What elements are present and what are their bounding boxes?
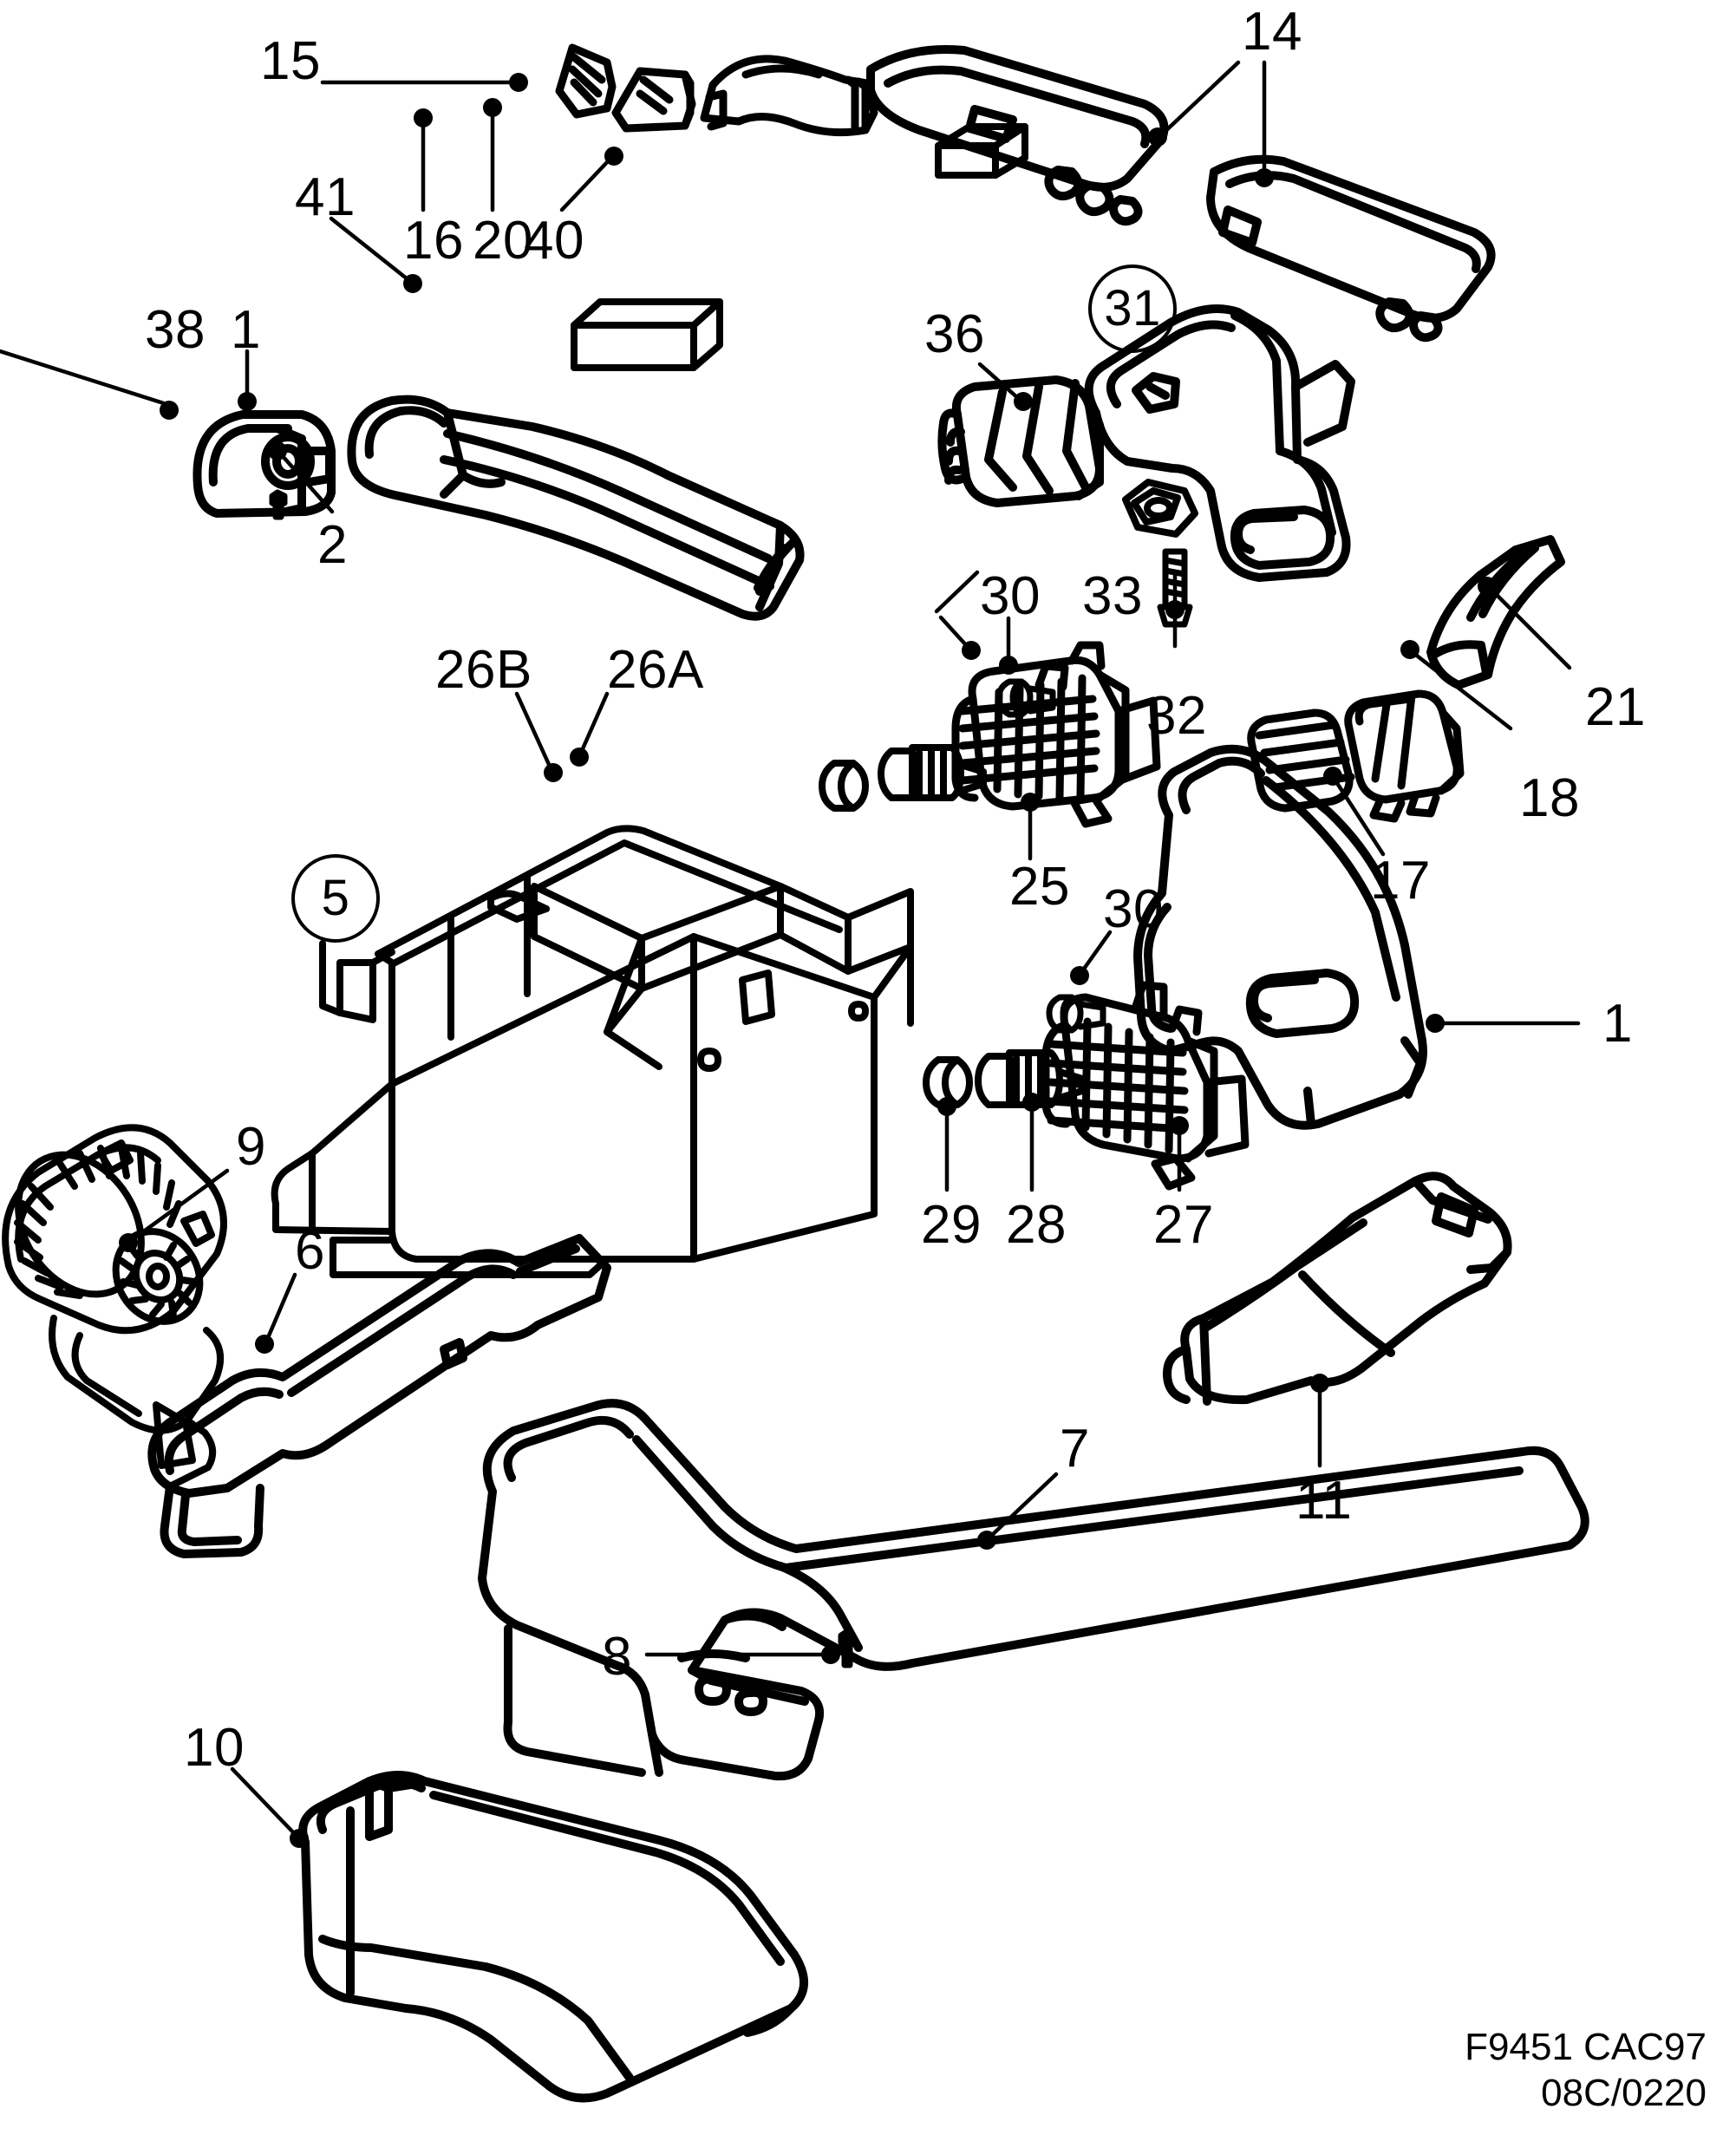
callout-16: 16 xyxy=(403,211,464,271)
part-15-nozzle-wedge xyxy=(555,43,617,119)
footer-line-1: F9451 CAC97 xyxy=(1465,2025,1707,2068)
callout-14: 14 xyxy=(1242,2,1302,62)
diagram-footer: F9451 CAC97 08C/0220 xyxy=(1465,2024,1707,2117)
part-36-centre-vent-louvre xyxy=(937,375,1104,507)
callout-26a: 26A xyxy=(607,640,704,700)
part-41-duct-strip xyxy=(571,298,723,371)
callout-7: 7 xyxy=(1060,1419,1090,1479)
part-38-end-cap xyxy=(193,410,336,518)
part-30-grommet-upper xyxy=(995,678,1056,718)
callout-41: 41 xyxy=(295,167,356,227)
part-26a-knob-spindle xyxy=(878,744,987,801)
part-16-duct-elbow xyxy=(611,67,696,133)
callout-10: 10 xyxy=(184,1718,245,1778)
part-5-centre-console xyxy=(271,825,914,1278)
part-10-rear-footwell-duct xyxy=(298,1771,809,2103)
callout-33: 33 xyxy=(1082,566,1143,626)
callout-8: 8 xyxy=(602,1627,632,1687)
part-14-upper-dash-duct-right xyxy=(1206,154,1496,343)
callout-27: 27 xyxy=(1153,1195,1214,1255)
callout-25: 25 xyxy=(1009,857,1070,917)
callout-40: 40 xyxy=(524,211,584,271)
callout-30-lower: 30 xyxy=(1103,879,1164,939)
part-26b-bush xyxy=(819,760,869,812)
callout-15: 15 xyxy=(260,31,321,91)
part-20-flexible-duct xyxy=(700,55,878,137)
callout-28: 28 xyxy=(1006,1195,1067,1255)
callout-26b: 26B xyxy=(435,640,532,700)
part-2-retaining-clip xyxy=(269,489,288,520)
callout-18: 18 xyxy=(1519,768,1580,828)
part-7-underfloor-distribution-duct xyxy=(478,1399,1589,1781)
callout-17: 17 xyxy=(1370,851,1431,911)
callout-2: 2 xyxy=(317,515,348,575)
callout-38: 38 xyxy=(145,300,206,360)
part-27-rear-console-vent xyxy=(1041,981,1250,1191)
callout-32: 32 xyxy=(1146,686,1207,746)
part-1-main-side-duct-left xyxy=(347,395,805,621)
callout-1-upper: 1 xyxy=(231,300,261,360)
callout-6: 6 xyxy=(295,1221,325,1281)
part-21-curved-outlet-duct xyxy=(1426,535,1565,689)
callout-5-circled: 5 xyxy=(291,854,380,943)
callout-21: 21 xyxy=(1585,677,1646,737)
callout-20: 20 xyxy=(473,211,533,271)
callout-36: 36 xyxy=(924,304,985,364)
part-25-rear-console-vent xyxy=(951,641,1161,828)
callout-29: 29 xyxy=(921,1195,982,1255)
part-31-centre-duct-assembly xyxy=(1084,304,1355,582)
callout-31-circled: 31 xyxy=(1088,264,1177,353)
part-29-bush xyxy=(923,1056,973,1108)
part-18-vent-louvre-unit xyxy=(1344,689,1465,823)
part-11-rear-floor-duct xyxy=(1163,1172,1512,1406)
part-33-spring-clip xyxy=(1122,479,1198,538)
footer-line-2: 08C/0220 xyxy=(1541,2072,1707,2115)
callout-9: 9 xyxy=(236,1117,266,1177)
part-17-vent-grille-insert xyxy=(1247,708,1355,813)
part-6-lower-footwell-duct xyxy=(147,1234,611,1558)
callout-1-right: 1 xyxy=(1602,994,1633,1054)
part-1-main-side-duct-right xyxy=(1133,744,1427,1130)
part-32-screw xyxy=(1157,548,1193,628)
part-8-duct-screw xyxy=(838,1629,857,1668)
callout-11: 11 xyxy=(1295,1471,1353,1531)
callout-30-upper: 30 xyxy=(980,566,1041,626)
part-14-upper-dash-duct-left xyxy=(866,44,1169,226)
